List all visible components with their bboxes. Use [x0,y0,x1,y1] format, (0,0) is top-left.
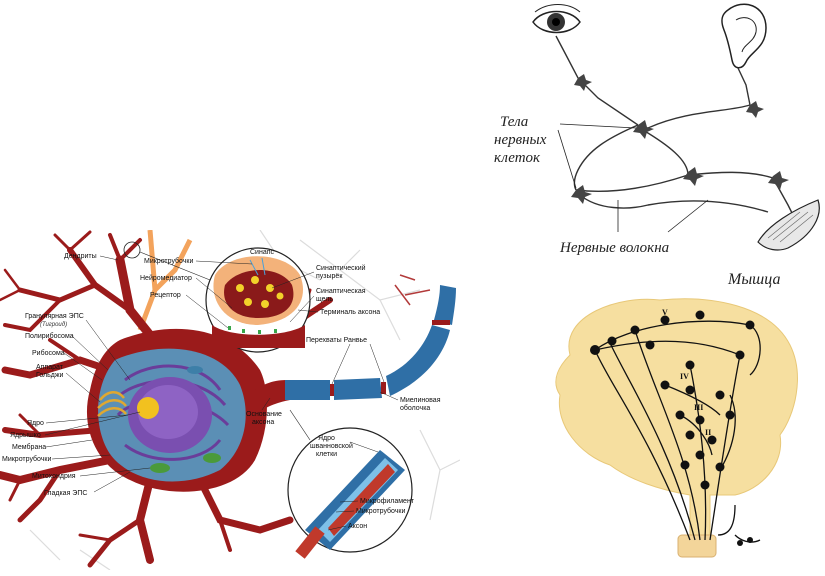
label-cell-bodies-1: Тела [500,114,528,130]
ear-icon [721,3,767,69]
myelin-4 [434,285,456,325]
receptors [228,326,277,334]
myelin-2 [334,378,382,400]
eye-icon [532,4,581,34]
label-roman-iv: IV [680,372,689,381]
ranvier-node-2 [381,382,386,394]
brain-shape [555,298,798,541]
label-axon-terminal: Терминаль аксона [320,309,380,316]
label-nucleus: Ядро [27,420,44,427]
nerve-cell-bodies [571,74,789,204]
pathway-nodes [590,310,755,546]
label-axon: Аксон [348,523,367,530]
label-nerve-fibers: Нервные волокна [559,240,669,256]
label-mitochondria: Митохондрия [32,473,76,480]
label-granular-er: Гранулярная ЭПС [25,313,84,320]
postsynaptic [212,325,305,348]
axon-hillock [255,380,290,415]
zoom-circle [123,241,141,259]
muscle-shape [757,199,820,251]
label-cleft-2: щель [316,296,333,303]
reflex-arc-diagram: Тела нервных клеток Нервные волокна Мышц… [488,0,825,292]
myelin-1 [285,380,330,400]
terminal-inner [224,270,294,318]
label-cell-bodies-3: клеток [494,150,541,166]
label-roman-ii: II [705,428,711,437]
label-vesicle-1: Синаптический [316,264,366,272]
label-golgi-2: Гольджи [36,372,64,379]
label-roman-v: V [662,308,668,317]
neuron-svg: Дендриты Гранулярная ЭПС (Тигроид) Полир… [0,230,460,570]
synaptic-vesicles [236,276,284,308]
label-polyribosome: Полирибосома [25,332,74,340]
spinal-segment [677,534,717,558]
microtubule-line [249,259,259,276]
label-microtubules-inset: Микротрубочки [356,507,405,515]
ranvier-node-1 [330,384,334,396]
pathway-lines [594,320,761,543]
label-schwann-1: Ядро [318,435,335,442]
brain-pathway-diagram: V IV III II [540,295,810,570]
mitochondria-2 [203,453,221,463]
orange-dendrite [137,230,193,331]
label-smooth-er: Гладкая ЭПС [44,490,87,497]
label-neurotransmitter: Нейромедиатор [140,274,192,282]
label-myelin-1: Миелиновая [400,397,441,404]
label-microtubules-top: Микротрубочки [144,257,193,265]
label-ribosome: Рибосома [32,349,65,357]
label-cleft-1: Синаптическая [316,288,366,295]
label-cell-bodies-2: нервных [494,132,547,148]
label-microfilament: Микрофиламент [360,498,415,505]
label-schwann-2: шванновской [310,442,353,450]
ranvier-node-3 [432,320,450,325]
label-ranvier: Перехваты Ранвье [306,337,367,344]
label-microtubules-left: Микротрубочки [2,455,51,463]
reflex-svg: Тела нервных клеток Нервные волокна Мышц… [494,3,820,288]
neuron-labels: Дендриты Гранулярная ЭПС (Тигроид) Полир… [2,249,441,531]
label-roman-iii: III [694,403,703,412]
label-membrane: Мембрана [12,443,46,451]
mitochondria [150,463,170,473]
myelin-3 [386,325,450,396]
label-granular-er-note: (Тигроид) [40,322,67,328]
label-schwann-3: клетки [316,451,337,458]
golgi [97,391,127,417]
label-muscle: Мышца [727,271,780,288]
label-myelin-2: оболочка [400,404,430,412]
label-nucleolus: Ядрышко [10,432,41,439]
label-synapse: Синапс [250,249,275,256]
label-hillock-2: аксона [252,419,274,426]
nucleolus [137,397,159,419]
reflex-leaders [557,123,709,233]
label-vesicle-2: пузырёк [316,273,343,280]
axon-core [328,464,395,536]
brain-svg: V IV III II [555,298,798,558]
terminal-branch [394,274,431,306]
label-receptor: Рецептор [150,292,181,299]
label-golgi-1: Аппарат [36,364,64,371]
vesicle [187,366,203,374]
label-hillock-1: Основание [246,411,282,418]
neuron-structure-diagram: Дендриты Гранулярная ЭПС (Тигроид) Полир… [0,230,460,570]
label-dendrites: Дендриты [64,253,97,260]
